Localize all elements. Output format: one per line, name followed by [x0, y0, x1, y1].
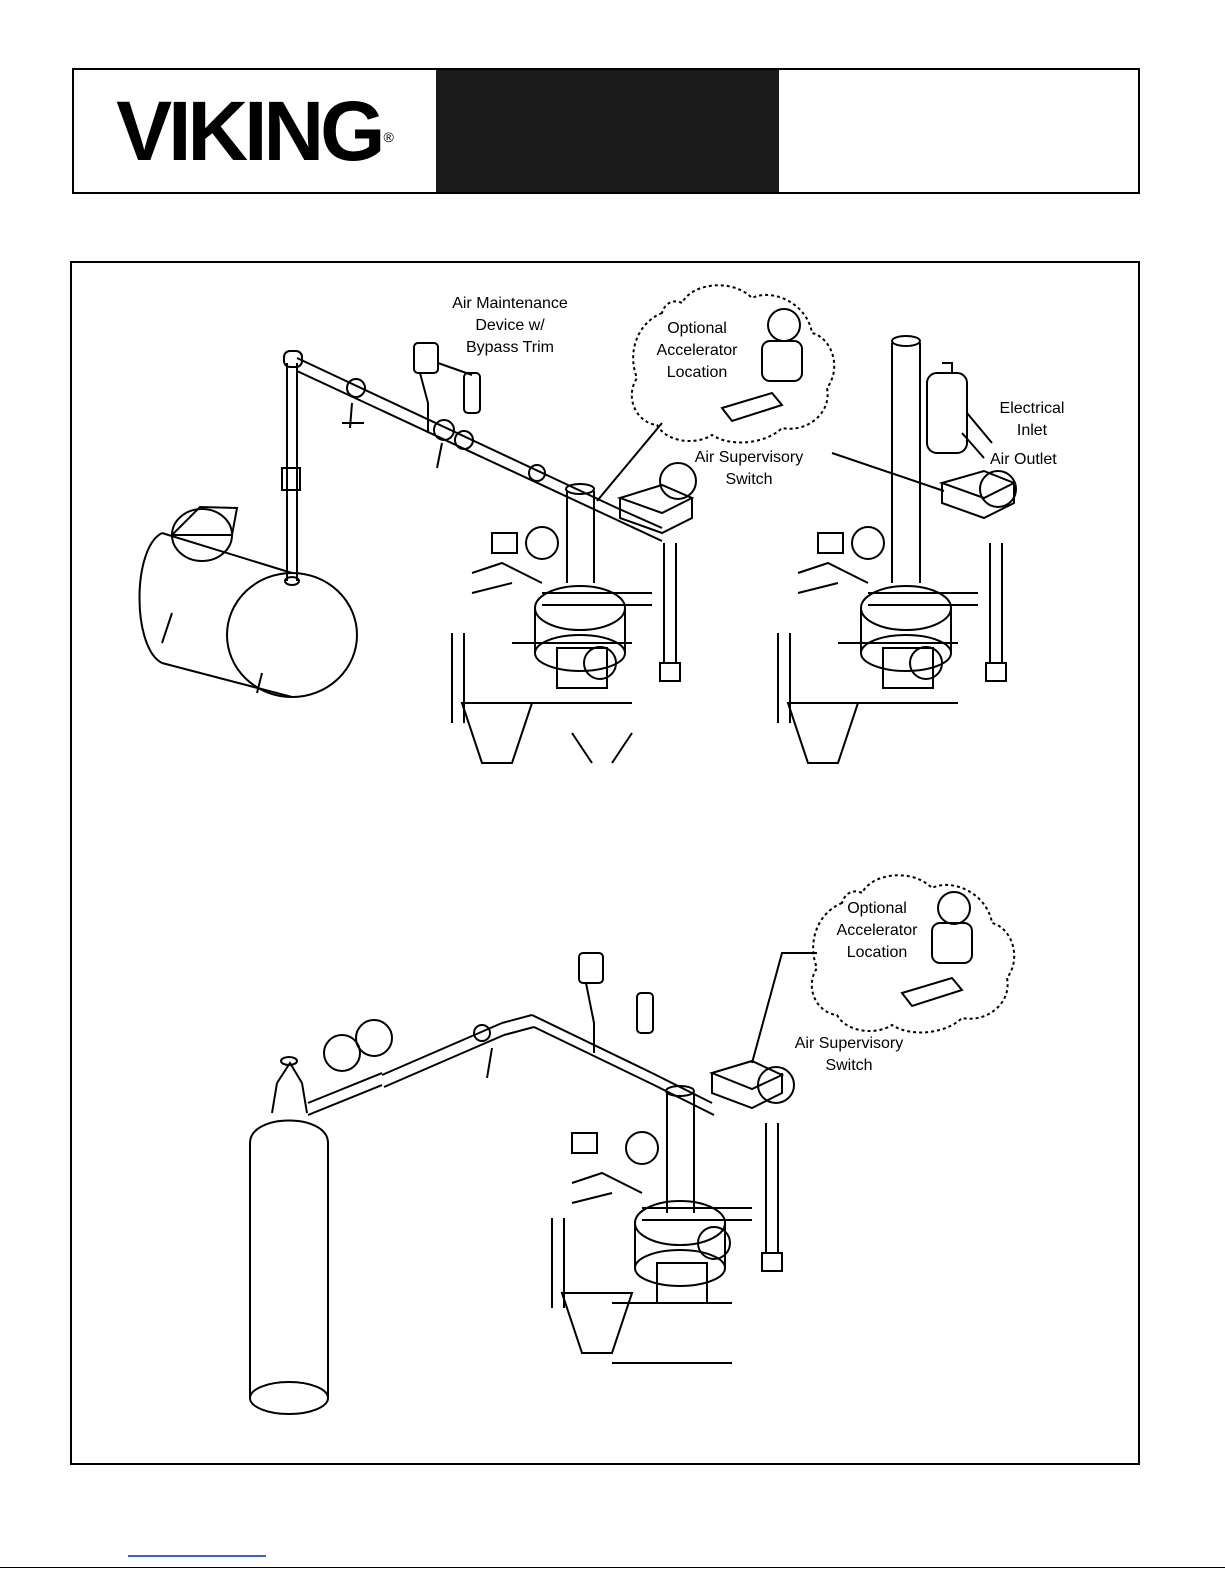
document-header: VIKING®	[72, 68, 1140, 194]
label-optional-accelerator-bottom: Optional Accelerator Location	[822, 898, 932, 964]
tank-supply-pipe	[282, 351, 302, 585]
air-compressor-tank	[140, 507, 358, 697]
footer-rule	[0, 1567, 1225, 1568]
label-air-supervisory-switch-top: Air Supervisory Switch	[684, 447, 814, 491]
label-optional-accelerator-top: Optional Accelerator Location	[642, 318, 752, 384]
nitrogen-regulator-line	[308, 953, 714, 1115]
riser-assembly-bottom	[552, 1061, 794, 1363]
label-air-supervisory-switch-bottom: Air Supervisory Switch	[784, 1033, 914, 1077]
label-air-outlet: Air Outlet	[990, 449, 1090, 471]
label-air-maintenance-device: Air Maintenance Device w/ Bypass Trim	[440, 293, 580, 359]
label-electrical-inlet: Electrical Inlet	[987, 398, 1077, 442]
footer-link-underline[interactable]	[128, 1555, 266, 1557]
viking-logo: VIKING®	[74, 70, 436, 192]
logo-wordmark: VIKING	[116, 89, 381, 173]
registered-mark: ®	[384, 129, 394, 145]
system-diagram-drawing	[72, 263, 1138, 1463]
header-black-band	[436, 70, 779, 192]
nitrogen-cylinder	[250, 1057, 328, 1414]
riser-assembly-right	[778, 336, 1016, 763]
riser-assembly-left	[452, 463, 696, 763]
system-diagram-frame: Air Maintenance Device w/ Bypass Trim Op…	[70, 261, 1140, 1465]
